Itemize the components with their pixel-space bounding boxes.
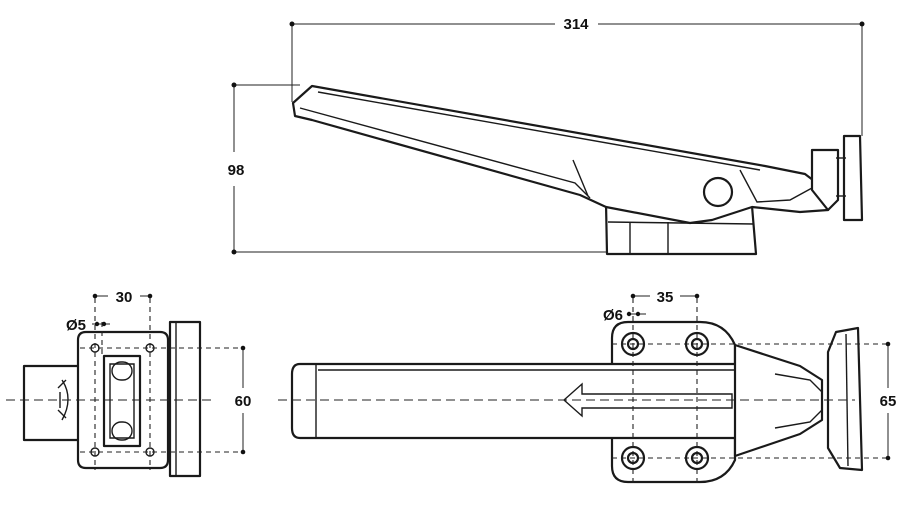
dim-hole-diameter-small: Ø5 — [66, 317, 86, 334]
neck — [733, 343, 824, 458]
handle-lever — [291, 84, 830, 225]
flange-small — [168, 320, 202, 478]
plan-view: 35 Ø6 65 — [278, 289, 896, 485]
dim-hole-spacing-small: 30 — [116, 289, 133, 306]
handle-end — [22, 364, 82, 442]
handle-body — [290, 362, 777, 440]
flange-large — [826, 326, 864, 472]
strike-plate — [842, 134, 864, 222]
dim-overall-length: 314 — [563, 16, 589, 33]
side-elevation-view: 314 98 — [228, 16, 865, 256]
latch-bracket — [810, 148, 840, 212]
dim-hole-diameter-large: Ø6 — [603, 307, 623, 324]
latch-slot — [102, 354, 142, 448]
direction-arrow — [562, 382, 733, 418]
dim-hole-spacing-large: 35 — [657, 289, 674, 306]
dim-flange-height-large: 65 — [880, 393, 897, 410]
dim-flange-height-small: 60 — [235, 393, 252, 410]
dim-height: 98 — [228, 162, 245, 179]
end-view: 30 Ø5 60 — [6, 289, 252, 478]
pivot-hole — [702, 176, 734, 208]
